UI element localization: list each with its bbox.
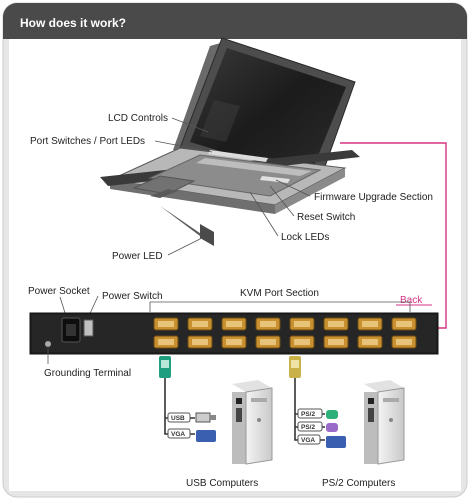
lcd-screen <box>190 48 346 178</box>
kvm-port-pins <box>226 321 242 327</box>
port-switch-strip <box>208 150 268 162</box>
callout-lines <box>154 117 311 256</box>
kvm-bracket <box>149 301 411 312</box>
label-power-led: Power LED <box>112 251 163 262</box>
ps2-keyboard-plug <box>326 423 338 432</box>
ps2-tag-box-2 <box>297 421 323 432</box>
rear-panel <box>29 312 439 355</box>
label-lcd-controls: LCD Controls <box>108 113 168 124</box>
kvm-port-pins <box>362 339 378 345</box>
kvm-port-pins <box>328 321 344 327</box>
label-grounding: Grounding Terminal <box>44 368 131 379</box>
kvm-ports <box>153 317 417 349</box>
label-reset-switch: Reset Switch <box>297 212 355 223</box>
label-back: Back <box>400 295 423 306</box>
ps2-tower-port <box>368 398 374 404</box>
keyboard-top-row <box>196 158 312 176</box>
ps2-vga-tag-box <box>297 434 321 445</box>
usb-tower-button <box>257 418 261 422</box>
kvm-port-pins <box>158 339 174 345</box>
label-port-switches: Port Switches / Port LEDs <box>30 136 145 147</box>
rack-ear-front <box>200 224 214 246</box>
kvm-port-pins <box>158 321 174 327</box>
kvm-port-pins <box>294 321 310 327</box>
usb-tower-front <box>245 387 273 465</box>
ps2-vga-plug <box>326 436 346 448</box>
usb-kvm-plug-face <box>161 360 169 368</box>
usb-tower-vents <box>236 408 242 422</box>
touchpad-buttons <box>150 189 178 198</box>
ps2-tower-button <box>389 418 393 422</box>
kvm-port-pins <box>192 321 208 327</box>
tray-side <box>275 168 345 214</box>
kvm-port-pins <box>362 321 378 327</box>
ps2-tower-front <box>377 387 405 465</box>
callout-port-switches <box>154 140 213 153</box>
ps2-kvm-plug-face <box>291 360 299 368</box>
kvm-port-pins <box>226 339 242 345</box>
kvm-port-pins <box>192 339 208 345</box>
label-lock-leds: Lock LEDs <box>281 232 329 243</box>
power-socket-pins <box>66 324 76 336</box>
screen-glare <box>200 100 240 142</box>
usb-tower-bay <box>251 398 267 402</box>
kvm-port-pins <box>260 321 276 327</box>
usb-computers-caption: USB Computers <box>186 478 258 489</box>
ps2-tower-side <box>364 392 378 464</box>
callout-firmware <box>275 179 311 197</box>
usb-computer-tower <box>232 380 273 465</box>
label-kvm-ports: KVM Port Section <box>240 288 319 299</box>
usb-vga-plug <box>196 430 216 442</box>
usb-tower-side <box>232 392 246 464</box>
ps2-tower-bay <box>383 398 399 402</box>
ps2-tower-vents <box>368 408 374 422</box>
usb-tower-top <box>232 380 272 392</box>
header-title: How does it work? <box>20 16 126 30</box>
usb-tower-port <box>236 398 242 404</box>
ps2-computers-caption: PS/2 Computers <box>322 478 395 489</box>
kvm-port-pins <box>294 339 310 345</box>
callout-lock <box>249 191 279 237</box>
kvm-port-pins <box>396 321 412 327</box>
ps2-computer-tower <box>364 380 405 465</box>
ps2-tag-2: PS/2 <box>301 424 315 431</box>
label-power-switch: Power Switch <box>102 291 163 302</box>
kvm-port-pins <box>328 339 344 345</box>
touchpad <box>132 175 196 195</box>
ps2-tag-1: PS/2 <box>301 411 315 418</box>
ps2-connection: PS/2 PS/2 VGA <box>289 356 346 448</box>
ps2-mouse-plug <box>326 410 338 419</box>
kvm-port-pins <box>260 339 276 345</box>
keyboard <box>148 154 322 197</box>
label-firmware: Firmware Upgrade Section <box>314 192 433 203</box>
ps2-vga-tag: VGA <box>301 437 315 444</box>
ps2-tag-box-1 <box>297 408 323 419</box>
ps2-tower-top <box>364 380 404 392</box>
usb-plug-tip <box>210 415 216 420</box>
power-switch <box>83 319 94 337</box>
usb-vga-tag: VGA <box>171 431 185 438</box>
kvm-port-pins <box>396 339 412 345</box>
usb-tag: USB <box>171 415 185 422</box>
callout-lcd <box>171 117 209 133</box>
usb-vga-tag-box <box>167 428 191 439</box>
header-bar-bottom <box>3 24 467 39</box>
usb-tag-box <box>167 412 191 423</box>
grounding-terminal <box>45 341 51 347</box>
usb-connection: USB VGA <box>159 356 216 442</box>
callout-reset <box>269 185 295 217</box>
usb-plug <box>195 412 211 423</box>
reset-panel <box>260 176 290 183</box>
callout-power-led <box>167 237 203 256</box>
label-power-socket: Power Socket <box>28 286 90 297</box>
rack-ear <box>160 206 210 240</box>
